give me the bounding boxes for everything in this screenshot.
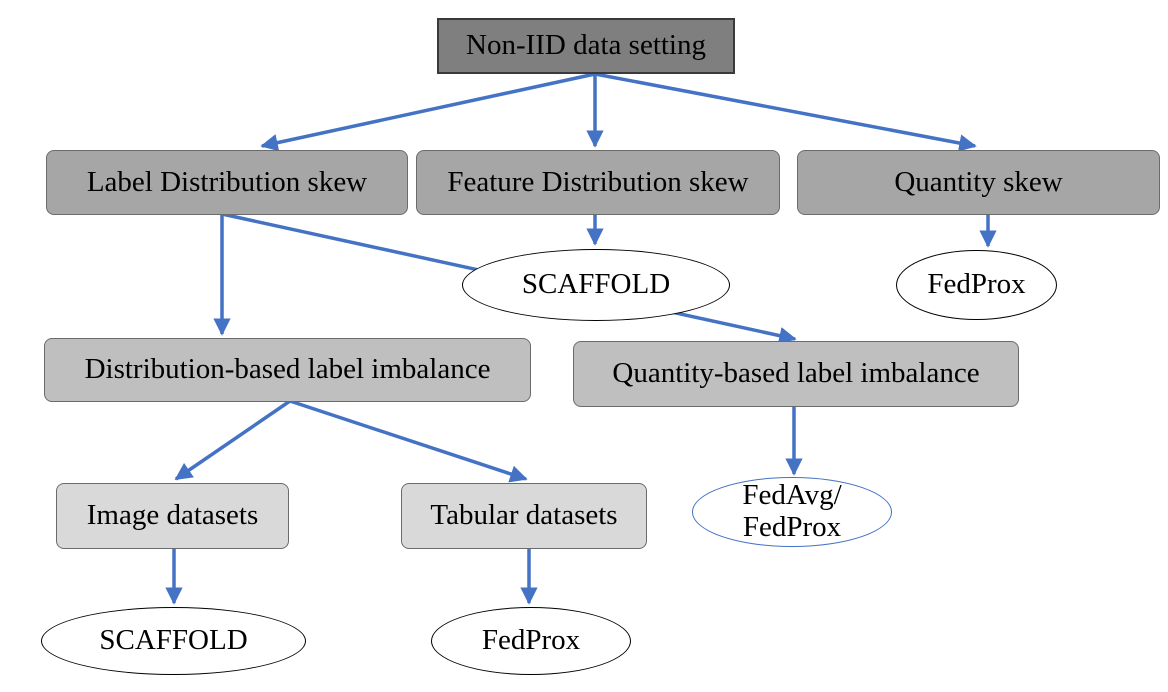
distribution-based-label-imbalance-node: Distribution-based label imbalance [44, 338, 531, 402]
fedavg-fedprox-method: FedAvg/ FedProx [692, 477, 892, 547]
quantity-based-label-imbalance-node: Quantity-based label imbalance [573, 341, 1019, 407]
quantity-skew-node: Quantity skew [797, 150, 1160, 215]
scaffold-image-method: SCAFFOLD [41, 607, 306, 675]
root-node: Non-IID data setting [437, 18, 735, 74]
edge-distribution-to-image [174, 399, 291, 481]
feature-distribution-skew-node: Feature Distribution skew [416, 150, 780, 215]
fedprox-tabular-method: FedProx [431, 607, 631, 675]
label-distribution-skew-node: Label Distribution skew [46, 150, 408, 215]
edge-distribution-to-tabular [289, 399, 528, 483]
image-datasets-node: Image datasets [56, 483, 289, 549]
edge-root-to-label-skew [260, 72, 596, 152]
scaffold-feature-method: SCAFFOLD [462, 249, 730, 321]
edge-root-to-quantity-skew [594, 72, 977, 152]
fedprox-quantity-method: FedProx [896, 250, 1057, 320]
tabular-datasets-node: Tabular datasets [401, 483, 647, 549]
